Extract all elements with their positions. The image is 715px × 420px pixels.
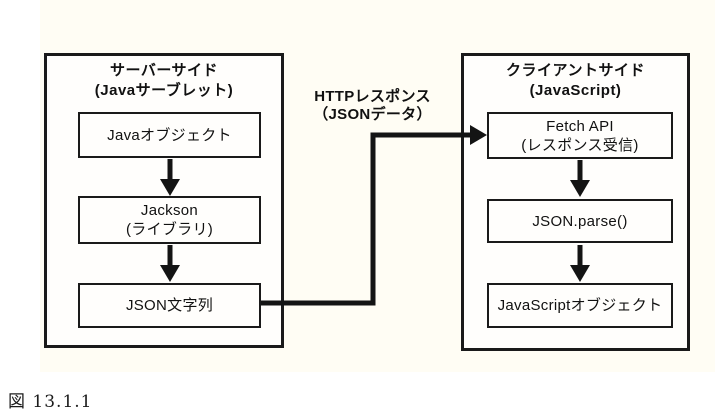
server-title-line2: (Javaサーブレット) [94, 82, 234, 99]
node-javascript-object: JavaScriptオブジェクト [487, 283, 673, 328]
node-java-object: Javaオブジェクト [78, 112, 261, 158]
figure-caption: 図 13.1.1 [8, 392, 93, 412]
node-json-string-label: JSON文字列 [125, 297, 214, 314]
node-fetch-api-label-line2: (レスポンス受信) [521, 136, 639, 154]
server-title-line1: サーバーサイド [109, 62, 219, 79]
http-response-label-line1: HTTPレスポンス [314, 88, 431, 105]
node-jackson-label-line2: (ライブラリ) [125, 221, 214, 238]
node-fetch-api-label-line1: Fetch API [546, 117, 614, 135]
node-json-parse: JSON.parse() [487, 199, 673, 243]
client-title-line1: クライアントサイド [506, 62, 645, 79]
node-fetch-api: Fetch API (レスポンス受信) [487, 112, 673, 159]
server-side-group-title: サーバーサイド (Javaサーブレット) [47, 61, 281, 101]
node-json-string: JSON文字列 [78, 283, 261, 328]
http-response-label: HTTPレスポンス （JSONデータ） [295, 88, 450, 124]
node-java-object-label: Javaオブジェクト [107, 126, 232, 144]
client-title-line2: (JavaScript) [529, 82, 622, 99]
node-javascript-object-label: JavaScriptオブジェクト [497, 297, 663, 314]
node-jackson-label-line1: Jackson [140, 202, 199, 219]
node-jackson-library: Jackson (ライブラリ) [78, 196, 261, 244]
node-json-parse-label: JSON.parse() [532, 212, 628, 230]
client-side-group-title: クライアントサイド (JavaScript) [464, 61, 687, 101]
http-response-label-line2: （JSONデータ） [313, 106, 432, 123]
